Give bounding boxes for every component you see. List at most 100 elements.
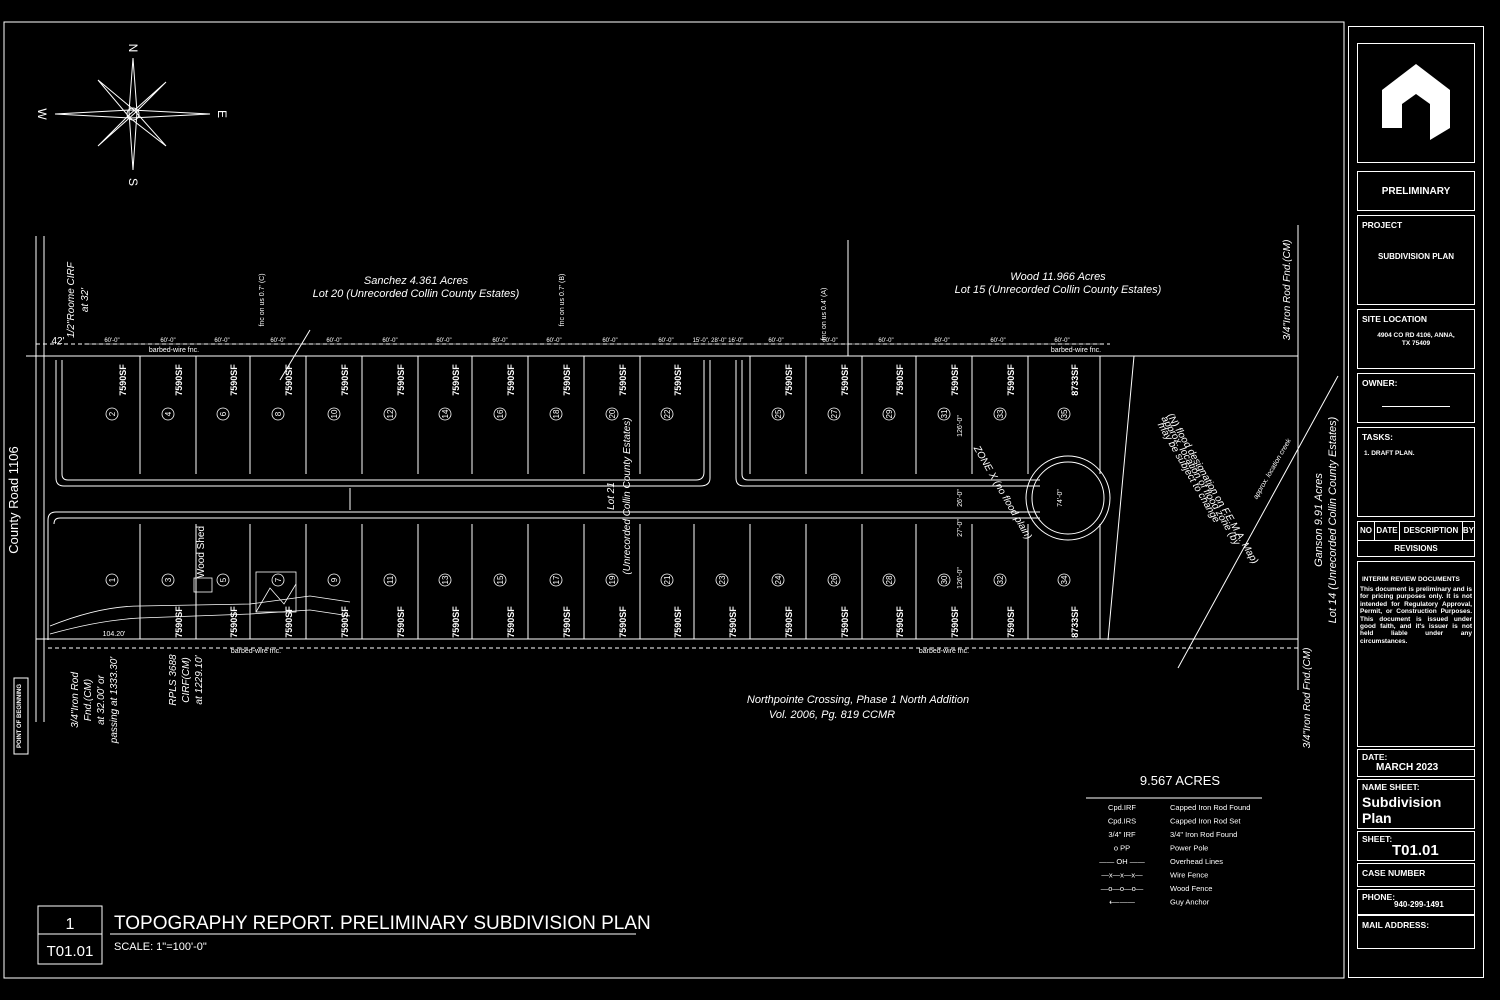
lot-number-circle <box>827 407 841 421</box>
legend-description: Wood Fence <box>1170 884 1212 893</box>
property-boundary <box>26 225 1339 722</box>
lot-number-circle <box>715 573 729 587</box>
lot-number: 32 <box>996 575 1005 584</box>
legend-symbol: —— OH —— <box>1099 857 1145 866</box>
lot-number: 22 <box>663 409 672 418</box>
county-road-label: County Road 1106 <box>6 446 21 553</box>
lot-labels: 27590SF47590SF67590SF87590SF107590SF1275… <box>105 364 1080 638</box>
lot-number-circle <box>438 573 452 587</box>
lot-number: 34 <box>1060 575 1069 584</box>
fence-note-c: fnc on us 0.7' (C) <box>259 273 266 326</box>
lot-number-circle <box>771 573 785 587</box>
revisions-label: REVISIONS <box>1394 544 1438 553</box>
north-right-neighbor-lot: Lot 15 (Unrecorded Collin County Estates… <box>955 284 1162 296</box>
lot-number: 20 <box>608 409 617 418</box>
top-dimension-label: 60'-0" <box>104 338 119 344</box>
lot-area: 7590SF <box>673 364 683 396</box>
lot-number: 26 <box>830 575 839 584</box>
lot-number: 35 <box>1060 409 1069 418</box>
top-dimension-label: 60'-0" <box>546 338 561 344</box>
top-dimension-label: 15'-0", 28'-0" 16'-0" <box>693 338 744 344</box>
owner-label: OWNER: <box>1362 378 1398 388</box>
top-dimension-label: 60'-0" <box>160 338 175 344</box>
lot-number: 9 <box>330 577 339 582</box>
rpls-label-2: CIRF(CM) <box>181 657 192 703</box>
lot-number: 11 <box>386 575 395 584</box>
lot-number: 23 <box>718 575 727 584</box>
phone-value: 940-299-1491 <box>1394 900 1444 909</box>
fence-note-b: fnc on us 0.7' (B) <box>559 274 566 327</box>
lot-area: 7590SF <box>284 606 294 638</box>
status-label: PRELIMINARY <box>1381 186 1451 197</box>
lot-area: 7590SF <box>1006 364 1016 396</box>
gravel-drive <box>49 571 351 635</box>
rpls-label-3: at 1229.10' <box>194 654 205 704</box>
wood-shed-outline <box>193 577 213 593</box>
lot-number: 4 <box>164 411 173 416</box>
lot-number: 24 <box>774 575 783 584</box>
lot-number-circle <box>660 407 674 421</box>
center-lot-label: Lot 21 <box>606 482 617 510</box>
lot-number: 7 <box>274 577 283 582</box>
lot-bottom-1: 1 <box>105 573 119 587</box>
case-number-label: CASE NUMBER <box>1362 868 1426 878</box>
lot-number-circle <box>549 407 563 421</box>
top-dimension-labels: 60'-0"60'-0"60'-0"60'-0"60'-0"60'-0"60'-… <box>84 338 1100 345</box>
compass-north-label: N <box>126 44 140 53</box>
lot-area: 7590SF <box>895 364 905 396</box>
legend-description: 3/4" Iron Rod Found <box>1170 830 1237 839</box>
status-box: PRELIMINARY <box>1357 171 1475 211</box>
north-left-neighbor-lot: Lot 20 (Unrecorded Collin County Estates… <box>313 288 520 300</box>
sheet-border <box>3 21 1345 979</box>
top-dimension-label: 60'-0" <box>822 338 837 344</box>
lot-number: 8 <box>274 411 283 416</box>
date-value: MARCH 2023 <box>1376 762 1439 773</box>
lot-number-circle <box>161 407 175 421</box>
lot-area: 7590SF <box>396 364 406 396</box>
tasks-box: TASKS: 1. DRAFT PLAN. <box>1357 427 1475 517</box>
lot-area: 7590SF <box>118 364 128 396</box>
roome-cirf-1: 1/2"Roome CIRF <box>66 261 77 338</box>
lot-area: 7590SF <box>229 606 239 638</box>
lot-number-circle <box>271 407 285 421</box>
top-dimension-label: 60'-0" <box>990 338 1005 344</box>
compass-west-label: W <box>35 108 49 120</box>
dimension-42: 42' <box>51 336 64 347</box>
tasks-label: TASKS: <box>1362 432 1394 442</box>
project-label: PROJECT <box>1362 220 1403 230</box>
name-sheet-label: NAME SHEET: <box>1362 782 1420 792</box>
lot-area: 7590SF <box>728 606 738 638</box>
lot-area: 7590SF <box>895 606 905 638</box>
lot-area: 7590SF <box>618 606 628 638</box>
east-neighbor-lot: Lot 14 (Unrecorded Collin County Estates… <box>1327 416 1339 623</box>
lot-number: 28 <box>885 575 894 584</box>
lot-area: 7590SF <box>340 364 350 396</box>
lot-number-circle <box>216 407 230 421</box>
east-neighbor-name: Ganson 9.91 Acres <box>1313 473 1325 567</box>
sheet-box: SHEET: T01.01 <box>1357 831 1475 861</box>
lot-number: 13 <box>441 575 450 584</box>
lot-area: 7590SF <box>506 606 516 638</box>
lot-lines <box>139 356 1101 639</box>
dimension-126-top: 126'-0" <box>957 415 964 437</box>
top-dimension-label: 60'-0" <box>436 338 451 344</box>
dimension-126-bottom: 126'-0" <box>957 567 964 589</box>
lot-number-circle <box>882 407 896 421</box>
legend-symbol: o PP <box>1114 844 1130 853</box>
interim-review-box: INTERIM REVIEW DOCUMENTS This document i… <box>1357 561 1475 747</box>
iron-rod-top-right: 3/4"Iron Rod Fnd.(CM) <box>1282 240 1293 341</box>
legend-symbol: —o—o—o— <box>1101 884 1144 893</box>
lot-number-circle <box>1057 573 1071 587</box>
lot-number-circle <box>993 573 1007 587</box>
sheet-scale: SCALE: 1"=100'-0" <box>114 941 207 953</box>
legend-description: Guy Anchor <box>1170 898 1210 907</box>
